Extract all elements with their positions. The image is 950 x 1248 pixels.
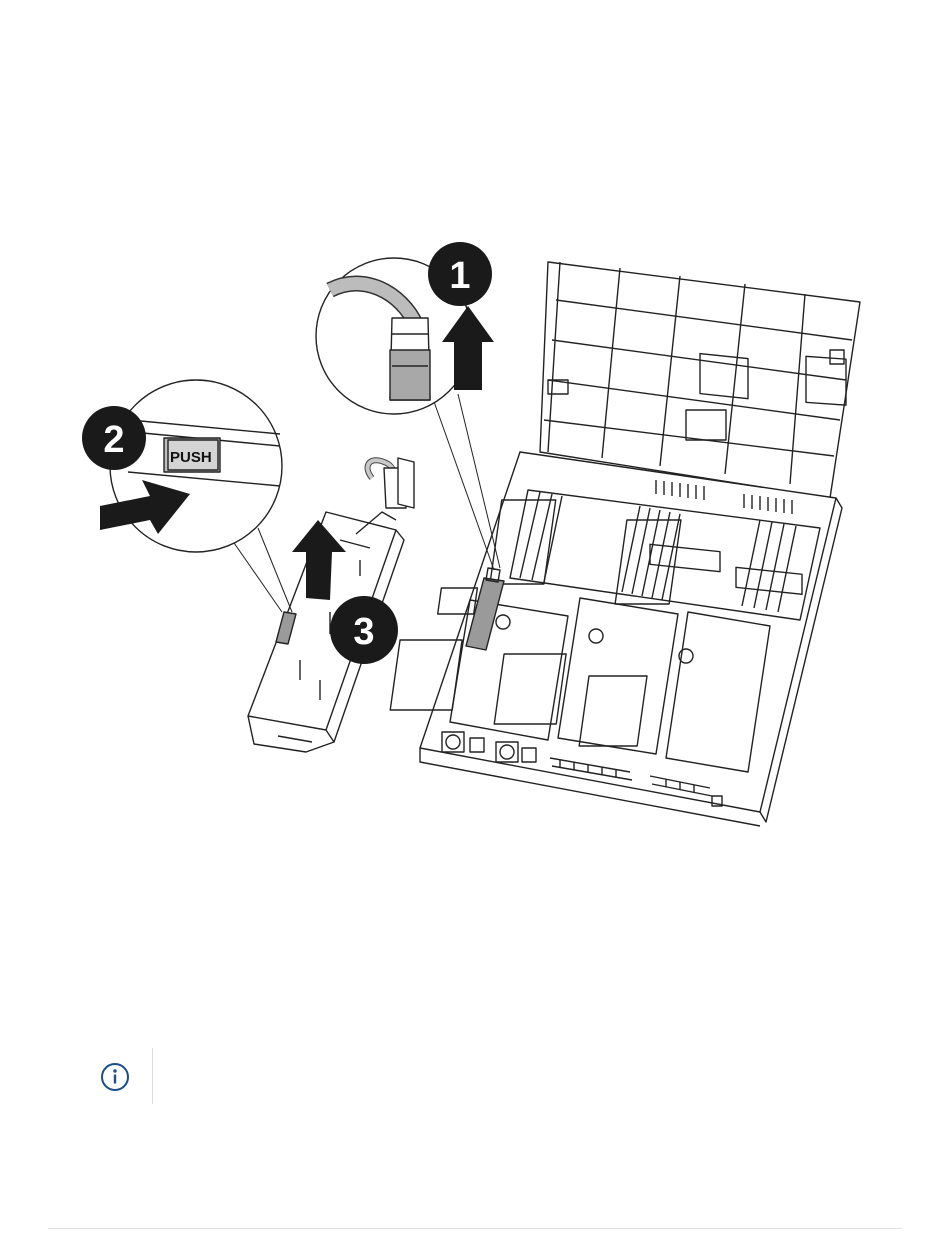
battery-removal-figure: PUSH 1 2 3 bbox=[0, 0, 950, 860]
callout-badge-3: 3 bbox=[330, 596, 398, 664]
push-label: PUSH bbox=[170, 449, 212, 466]
callout-number-1: 1 bbox=[449, 255, 470, 297]
callout-badge-1: 1 bbox=[428, 242, 492, 306]
callout-number-2: 2 bbox=[103, 419, 124, 461]
footer-divider bbox=[48, 1228, 902, 1229]
info-icon bbox=[100, 1062, 130, 1092]
info-note bbox=[96, 1048, 856, 1104]
note-divider bbox=[152, 1048, 153, 1104]
callout-badge-2: 2 bbox=[82, 406, 146, 470]
callout-number-3: 3 bbox=[353, 611, 374, 653]
